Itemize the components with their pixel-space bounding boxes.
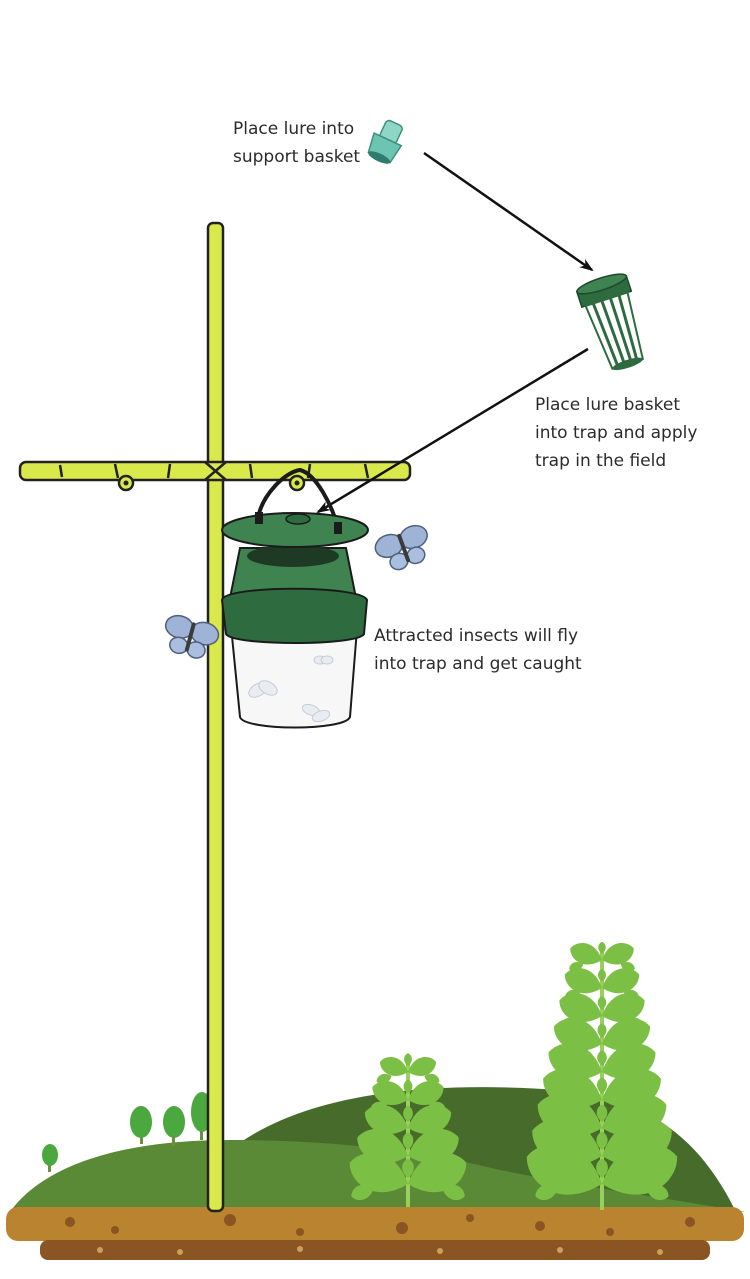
leaf	[602, 968, 640, 994]
leaf	[408, 1105, 452, 1134]
plant-icon	[349, 941, 678, 1210]
leaf	[442, 1184, 465, 1201]
trap-funnel-opening	[247, 545, 339, 567]
leaf	[597, 1050, 607, 1066]
leaf	[596, 1158, 608, 1178]
leaf	[404, 1053, 412, 1066]
leaf	[598, 941, 606, 954]
arrow-basket-to-trap	[316, 347, 589, 514]
caught-moths	[248, 655, 334, 723]
leaf	[408, 1080, 444, 1105]
lure-icon	[367, 119, 403, 164]
leaf	[402, 1132, 414, 1150]
leaf	[597, 1023, 607, 1038]
leaf	[372, 1080, 408, 1105]
leaf	[351, 1184, 374, 1201]
soil-pebbles	[65, 1214, 695, 1236]
leaf	[408, 1152, 467, 1193]
trap-lid-cap	[285, 513, 311, 525]
leaf	[602, 993, 645, 1022]
butterfly-icon	[374, 524, 428, 571]
butterfly-icon	[164, 614, 220, 659]
trap-bucket	[228, 615, 360, 729]
pole	[18, 221, 412, 1213]
arrow-lure-to-basket	[423, 151, 594, 272]
soil-band	[6, 1207, 744, 1241]
leaf	[559, 993, 602, 1022]
soil-lower-pebbles	[97, 1246, 663, 1255]
leaf	[597, 996, 607, 1010]
leaf	[597, 1077, 607, 1094]
soil-lower-band	[40, 1240, 710, 1260]
leaf	[403, 1079, 413, 1094]
hook-right-hole	[294, 480, 300, 486]
trap-clip-left	[255, 512, 263, 524]
leaf	[535, 1184, 558, 1201]
crossbar-ties	[58, 461, 370, 481]
leaf	[408, 1057, 436, 1076]
leaf	[596, 1131, 608, 1150]
hook-left-hole	[123, 480, 129, 486]
leaf	[646, 1184, 669, 1201]
leaf	[602, 1143, 678, 1195]
leaf	[402, 1158, 414, 1178]
step-1-caption: Place lure into support basket	[233, 119, 361, 167]
pole-vertical	[206, 221, 225, 1213]
trap-handle	[256, 467, 340, 529]
leaf	[598, 969, 606, 982]
leaf	[553, 1018, 602, 1051]
leaf	[526, 1143, 602, 1195]
leaf	[380, 1057, 408, 1076]
leaf	[602, 943, 634, 965]
leaf	[564, 968, 602, 994]
leaf	[364, 1105, 408, 1134]
leaf	[349, 1152, 408, 1193]
leaf	[570, 943, 602, 965]
process-arrows	[316, 151, 594, 514]
step-3-caption: Attracted insects will fly into trap and…	[374, 626, 582, 674]
trap-clip-right	[334, 522, 342, 534]
trap-rim	[220, 587, 369, 644]
leaf	[596, 1104, 608, 1122]
trap-icon	[220, 467, 369, 729]
lure-basket-icon	[575, 273, 644, 371]
leaf	[403, 1106, 413, 1122]
leaf	[602, 1018, 651, 1051]
step-2-caption: Place lure basket into trap and apply tr…	[535, 395, 698, 471]
